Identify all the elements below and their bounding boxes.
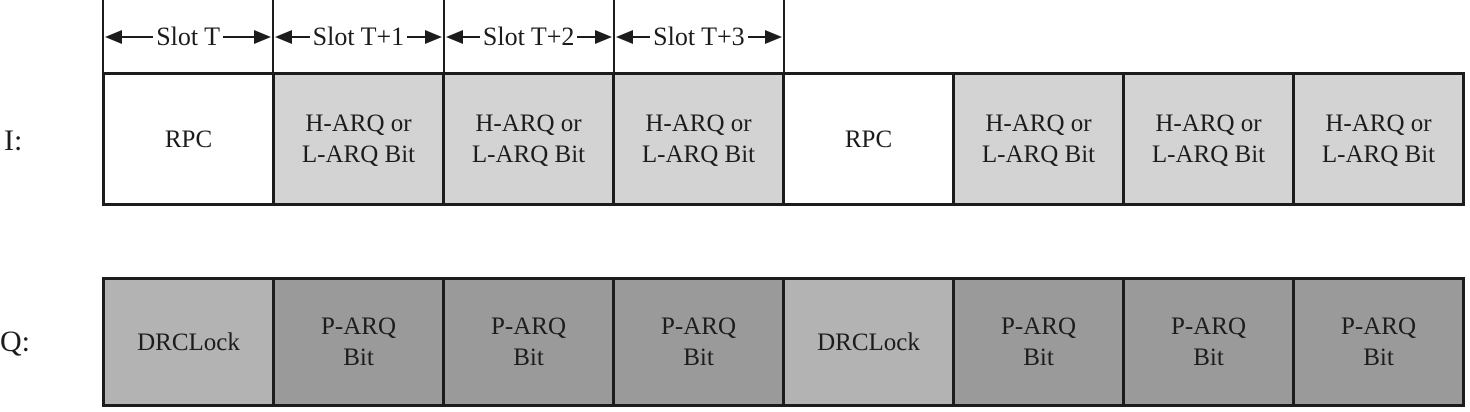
arrow-tail (462, 35, 480, 38)
cell-harq: H-ARQ or L-ARQ Bit (1292, 75, 1462, 203)
cell-parq: P-ARQ Bit (442, 280, 612, 404)
cell-harq: H-ARQ or L-ARQ Bit (952, 75, 1122, 203)
slot-label: Slot T+3 (653, 21, 745, 51)
right-arrowhead-icon (424, 29, 442, 44)
cell-parq: P-ARQ Bit (272, 280, 442, 404)
cell-harq: H-ARQ or L-ARQ Bit (272, 75, 442, 203)
slot-label: Slot T+2 (482, 21, 575, 51)
slot-marker-t1: Slot T+1 (272, 0, 442, 73)
slot-marker-t2: Slot T+2 (442, 0, 613, 73)
cell-drclock: DRCLock (782, 280, 952, 404)
cell-parq: P-ARQ Bit (952, 280, 1122, 404)
cell-parq: P-ARQ Bit (612, 280, 782, 404)
arrow-tail (122, 35, 154, 38)
arrow-tail (223, 35, 255, 38)
arrow-tail (577, 35, 595, 38)
arrow-tail (292, 35, 310, 38)
cell-parq: P-ARQ Bit (1292, 280, 1462, 404)
slot-marker-t: Slot T (102, 0, 272, 73)
cell-harq: H-ARQ or L-ARQ Bit (442, 75, 612, 203)
slot-marker-t3: Slot T+3 (612, 0, 785, 73)
right-arrowhead-icon (254, 29, 272, 44)
cell-rpc: RPC (782, 75, 952, 203)
left-arrowhead-icon (445, 29, 463, 44)
left-arrowhead-icon (105, 29, 122, 44)
cell-rpc: RPC (105, 75, 272, 203)
left-arrowhead-icon (615, 29, 633, 44)
slot-label: Slot T+1 (312, 21, 405, 51)
slot-label: Slot T (156, 21, 221, 51)
row-i-strip: RPC H-ARQ or L-ARQ Bit H-ARQ or L-ARQ Bi… (102, 72, 1465, 206)
slot-header: Slot T Slot T+1 Slot T+2 Slot T+3 (102, 0, 785, 73)
left-arrowhead-icon (275, 29, 293, 44)
cell-harq: H-ARQ or L-ARQ Bit (612, 75, 782, 203)
row-label-q: Q: (0, 325, 30, 358)
arrow-tail (407, 35, 425, 38)
right-arrowhead-icon (594, 29, 612, 44)
arrow-tail (632, 35, 651, 38)
cell-drclock: DRCLock (105, 280, 272, 404)
cell-harq: H-ARQ or L-ARQ Bit (1122, 75, 1292, 203)
row-q-strip: DRCLock P-ARQ Bit P-ARQ Bit P-ARQ Bit DR… (102, 277, 1465, 407)
row-label-i: I: (4, 124, 23, 157)
right-arrowhead-icon (765, 29, 783, 44)
arrow-tail (747, 35, 766, 38)
cell-parq: P-ARQ Bit (1122, 280, 1292, 404)
